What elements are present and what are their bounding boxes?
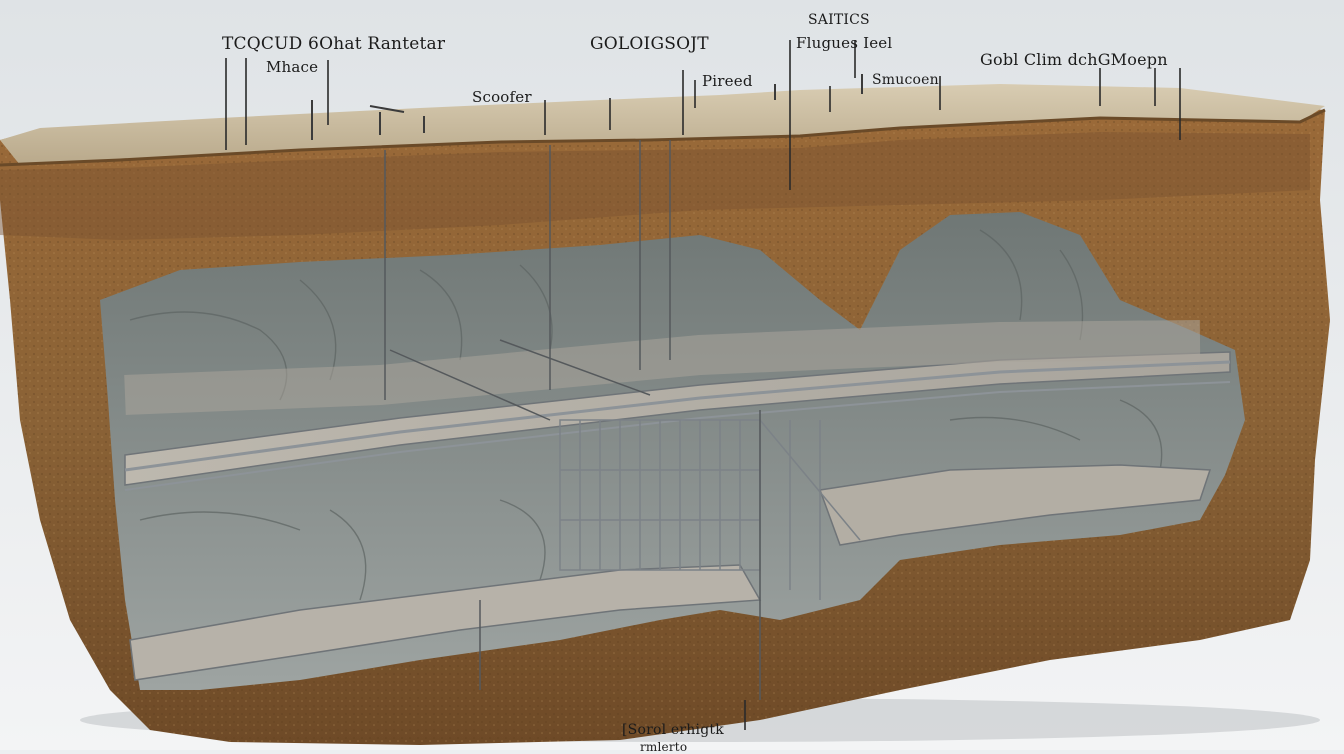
label-right-top: Gobl Clim dchGMoepn xyxy=(980,50,1168,69)
label-bottom-1: [Sorol erhigtk xyxy=(622,722,724,738)
lower-right-deck xyxy=(818,464,1212,546)
label-saitics: SAITICS xyxy=(808,12,870,28)
upper-railing xyxy=(124,360,1231,491)
label-scoofer: Scoofer xyxy=(472,88,532,106)
label-smucoen: Smucoen xyxy=(872,72,939,88)
subsoil-band xyxy=(0,132,1310,240)
central-shaft-structure xyxy=(559,419,861,600)
ground-surface xyxy=(0,84,1325,165)
label-leader-lines xyxy=(225,40,1181,730)
survey-probes xyxy=(384,140,761,700)
label-flugues: Flugues Ieel xyxy=(796,34,893,52)
upper-floor-surface xyxy=(124,320,1201,415)
surface-stakes xyxy=(311,74,863,140)
label-bottom-2: rmlerto xyxy=(640,740,688,754)
upper-floor-deck xyxy=(124,351,1231,486)
label-pireed: Pireed xyxy=(702,72,753,90)
label-center-top: GOLOIGSOJT xyxy=(590,34,709,54)
label-top-left: TCQCUD 6Ohat Rantetar xyxy=(222,34,446,54)
label-mhace: Mhace xyxy=(266,58,319,76)
surface-edge xyxy=(0,108,1326,167)
